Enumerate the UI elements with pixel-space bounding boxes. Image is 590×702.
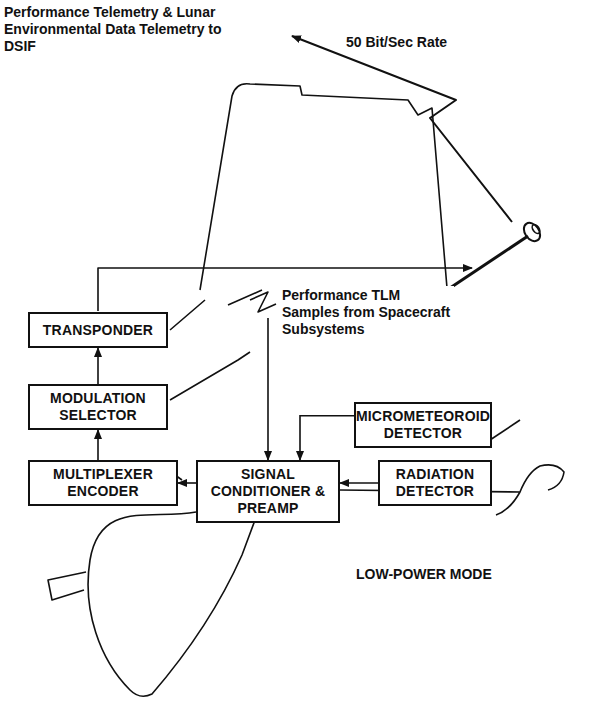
radiation-detector-box: RADIATION DETECTOR (378, 460, 492, 506)
mode-caption: LOW-POWER MODE (356, 566, 516, 583)
box-text: MULTIPLEXER ENCODER (36, 466, 170, 500)
tlm-samples-arrow (267, 318, 269, 460)
box-text: SIGNAL CONDITIONER & PREAMP (204, 466, 332, 517)
box-text: TRANSPONDER (43, 322, 153, 339)
signal-arrow (300, 416, 354, 460)
planar-array-outline (88, 512, 258, 696)
signal-arrow (97, 430, 99, 460)
signal-arrow (340, 482, 378, 484)
downlink-arrow (292, 36, 512, 222)
downlink-note: Performance Telemetry & Lunar Environmen… (4, 4, 254, 55)
micrometeoroid-detector-box: MICROMETEOROID DETECTOR (354, 402, 492, 448)
antenna-dish-rim (531, 223, 542, 235)
box-text: RADIATION DETECTOR (386, 466, 484, 500)
box-text: MODULATION SELECTOR (36, 390, 160, 424)
landing-leg (340, 465, 564, 515)
data-rate-label: 50 Bit/Sec Rate (346, 34, 486, 51)
box-text: MICROMETEOROID DETECTOR (356, 408, 490, 442)
array-stub (48, 572, 86, 600)
signal-arrow (97, 348, 99, 384)
tlm-samples-note: Performance TLM Samples from Spacecraft … (280, 286, 454, 339)
signal-conditioner-box: SIGNAL CONDITIONER & PREAMP (196, 460, 340, 523)
frame-line (490, 420, 520, 440)
spacecraft-frame (168, 290, 262, 480)
multiplexer-encoder-box: MULTIPLEXER ENCODER (28, 460, 178, 506)
tlm-zigzag (250, 292, 276, 312)
antenna-dish (521, 220, 544, 244)
signal-arrow (178, 482, 196, 484)
transponder-box: TRANSPONDER (28, 312, 168, 348)
modulation-selector-box: MODULATION SELECTOR (28, 384, 168, 430)
